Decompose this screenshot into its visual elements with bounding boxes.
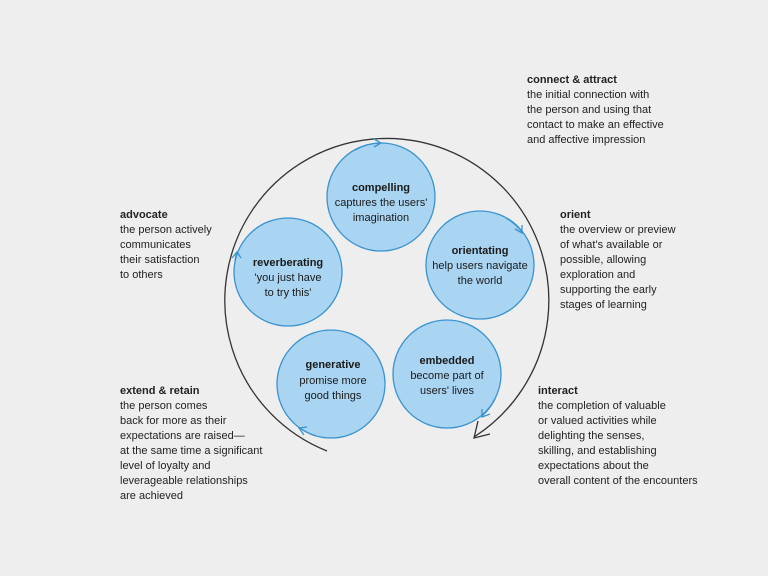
note-connect-attract: connect & attract the initial connection… (527, 73, 664, 148)
note-line: delighting the senses, (538, 430, 645, 442)
flow-arrow-icon (514, 225, 523, 235)
node-generative: generative promise more good things (276, 329, 386, 439)
outer-ring (224, 137, 550, 452)
node-circle (276, 329, 386, 439)
node-reverberating: reverberating 'you just have to try this… (233, 217, 343, 327)
node-title: embedded (419, 355, 474, 367)
note-title: orient (560, 209, 591, 221)
node-title: compelling (352, 182, 410, 194)
note-line: the completion of valuable (538, 400, 666, 412)
node-circle (233, 217, 343, 327)
note-line: the overview or preview (560, 224, 676, 236)
note-title: connect & attract (527, 74, 617, 86)
note-line: the person actively (120, 224, 212, 236)
note-line: level of loyalty and (120, 460, 211, 472)
note-line: possible, allowing (560, 254, 647, 266)
note-line: the initial connection with (527, 89, 650, 101)
note-line: skilling, and establishing (538, 445, 657, 457)
outer-ring-arrow-icon (473, 420, 491, 439)
node-title: orientating (452, 245, 509, 257)
note-title: extend & retain (120, 385, 200, 397)
note-extend-retain: extend & retain the person comes back fo… (120, 384, 262, 504)
node-text-line: the world (458, 275, 503, 287)
node-text-line: become part of (410, 370, 484, 382)
node-title: reverberating (253, 257, 323, 269)
node-circle (392, 319, 502, 429)
node-text-line: 'you just have (255, 272, 322, 284)
note-line: leverageable relationships (120, 475, 248, 487)
note-line: to others (120, 269, 163, 281)
flow-arrow-icon (297, 426, 308, 436)
note-line: back for more as their (120, 415, 227, 427)
note-line: or valued activities while (538, 415, 657, 427)
note-line: exploration and (560, 269, 636, 281)
note-line: contact to make an effective (527, 119, 664, 131)
note-title: advocate (120, 209, 168, 221)
node-circle (425, 210, 535, 320)
note-line: supporting the early (560, 284, 657, 296)
note-line: expectations about the (538, 460, 649, 472)
flow-arrow-icon (373, 138, 383, 148)
note-line: communicates (120, 239, 191, 251)
node-text-line: promise more (299, 375, 366, 387)
flow-arrow-icon (231, 250, 242, 259)
node-text-line: captures the users' (335, 197, 428, 209)
note-line: at the same time a significant (120, 445, 263, 457)
flow-arrow-icon (481, 409, 491, 418)
note-interact: interact the completion of valuable or v… (538, 384, 698, 489)
note-line: of what's available or (560, 239, 663, 251)
note-line: overall content of the encounters (538, 475, 698, 487)
flow-arc (354, 142, 381, 151)
note-line: the person and using that (527, 104, 652, 116)
node-text-line: imagination (353, 212, 409, 224)
note-title: interact (538, 385, 578, 397)
node-text-line: help users navigate (432, 260, 527, 272)
note-orient: orient the overview or preview of what's… (560, 208, 676, 313)
node-text-line: users' lives (420, 385, 475, 397)
note-line: expectations are raised— (120, 430, 245, 442)
node-title: generative (305, 359, 360, 371)
node-compelling: compelling captures the users' imaginati… (326, 142, 436, 252)
node-orientating: orientating help users navigate the worl… (425, 210, 535, 320)
node-embedded: embedded become part of users' lives (392, 319, 502, 429)
note-line: their satisfaction (120, 254, 200, 266)
note-line: are achieved (120, 490, 183, 502)
note-line: stages of learning (560, 299, 647, 311)
node-text-line: to try this' (265, 287, 312, 299)
node-text-line: good things (305, 390, 362, 402)
note-advocate: advocate the person actively communicate… (120, 208, 212, 283)
note-line: and affective impression (527, 134, 646, 146)
note-line: the person comes (120, 400, 208, 412)
